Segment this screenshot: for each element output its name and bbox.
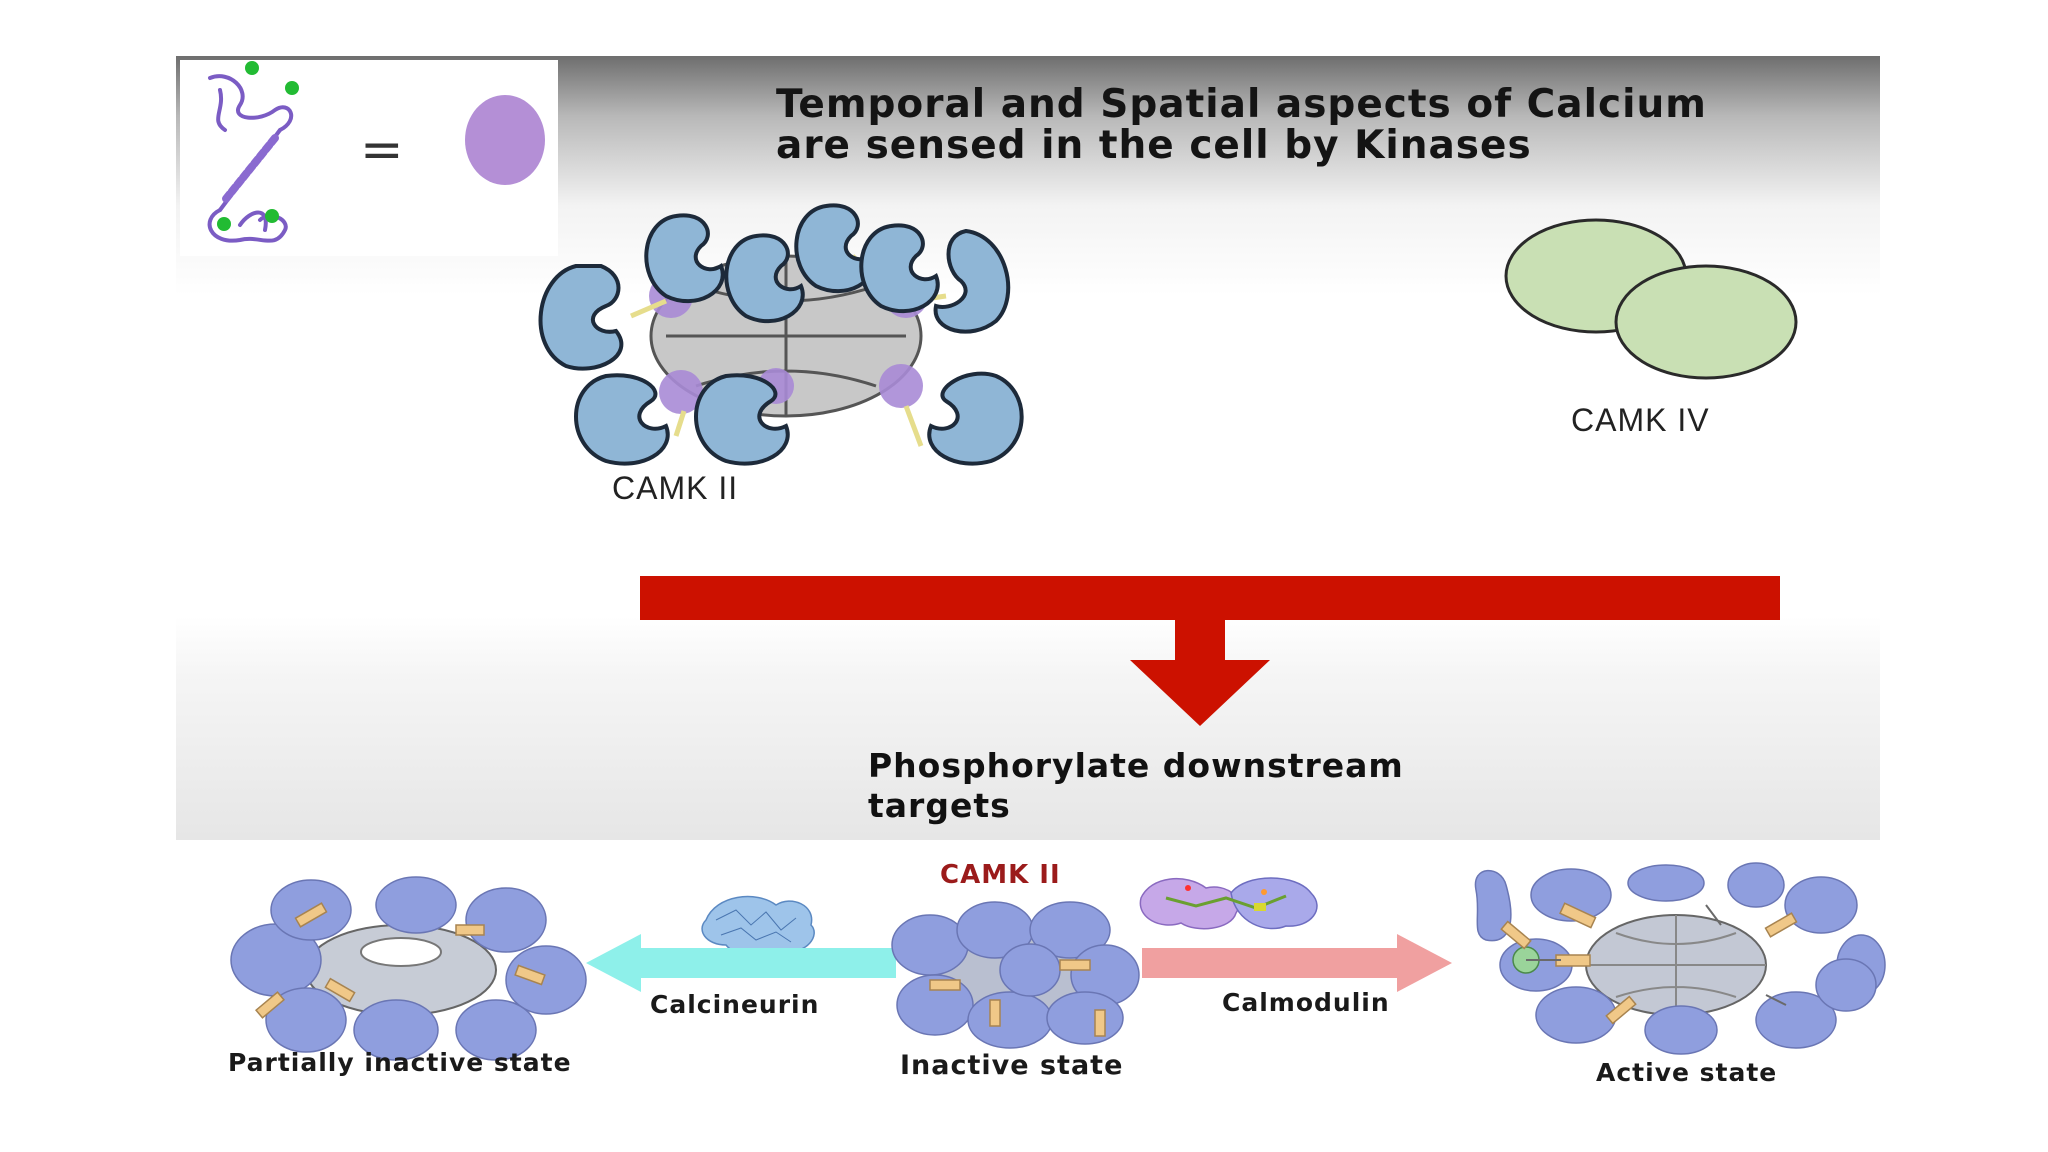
- outcome-line1: Phosphorylate downstream: [868, 746, 1404, 785]
- outcome-text: Phosphorylate downstream targets: [868, 746, 1404, 826]
- active-state-label: Active state: [1596, 1058, 1778, 1087]
- slide-title-line2: are sensed in the cell by Kinases: [776, 123, 1532, 168]
- active-holoenzyme: [1474, 862, 1886, 1055]
- partially-inactive-holoenzyme: [230, 876, 587, 1061]
- camk2-holoenzyme-illustration: [538, 203, 1024, 466]
- camk2-bottom-title: CAMK II: [940, 860, 1061, 890]
- inactive-state-label: Inactive state: [900, 1050, 1124, 1081]
- inactive-holoenzyme: [891, 901, 1140, 1049]
- calcineurin-label: Calcineurin: [650, 990, 820, 1019]
- calmodulin-oval-icon: [465, 95, 545, 185]
- calcineurin-arrow: [586, 934, 896, 992]
- red-convergence-arrow: [640, 576, 1780, 726]
- outcome-line2: targets: [868, 786, 1011, 825]
- slide-title-line1: Temporal and Spatial aspects of Calcium: [776, 82, 1707, 127]
- state-transition-panel: Partially inactive state Calcineurin CAM…: [176, 840, 1886, 1152]
- camk4-label: CAMK IV: [1571, 402, 1710, 438]
- calmodulin-structure-icon: [207, 61, 299, 243]
- legend-equals-sign: =: [360, 120, 404, 180]
- legend-box: =: [180, 60, 558, 256]
- slide-title: Temporal and Spatial aspects of Calcium …: [776, 84, 1707, 166]
- calcineurin-structure-icon: [701, 895, 815, 958]
- partially-inactive-state-label: Partially inactive state: [228, 1048, 572, 1077]
- calmodulin-label: Calmodulin: [1222, 988, 1390, 1017]
- camk2-label: CAMK II: [612, 470, 739, 506]
- calmodulin-arrow: [1142, 934, 1452, 992]
- calmodulin-bound-structure-icon: [1139, 877, 1318, 930]
- slide-panel: = Temporal and Spatial aspects of Calciu…: [176, 56, 1880, 840]
- camk4-illustration: [1504, 218, 1798, 380]
